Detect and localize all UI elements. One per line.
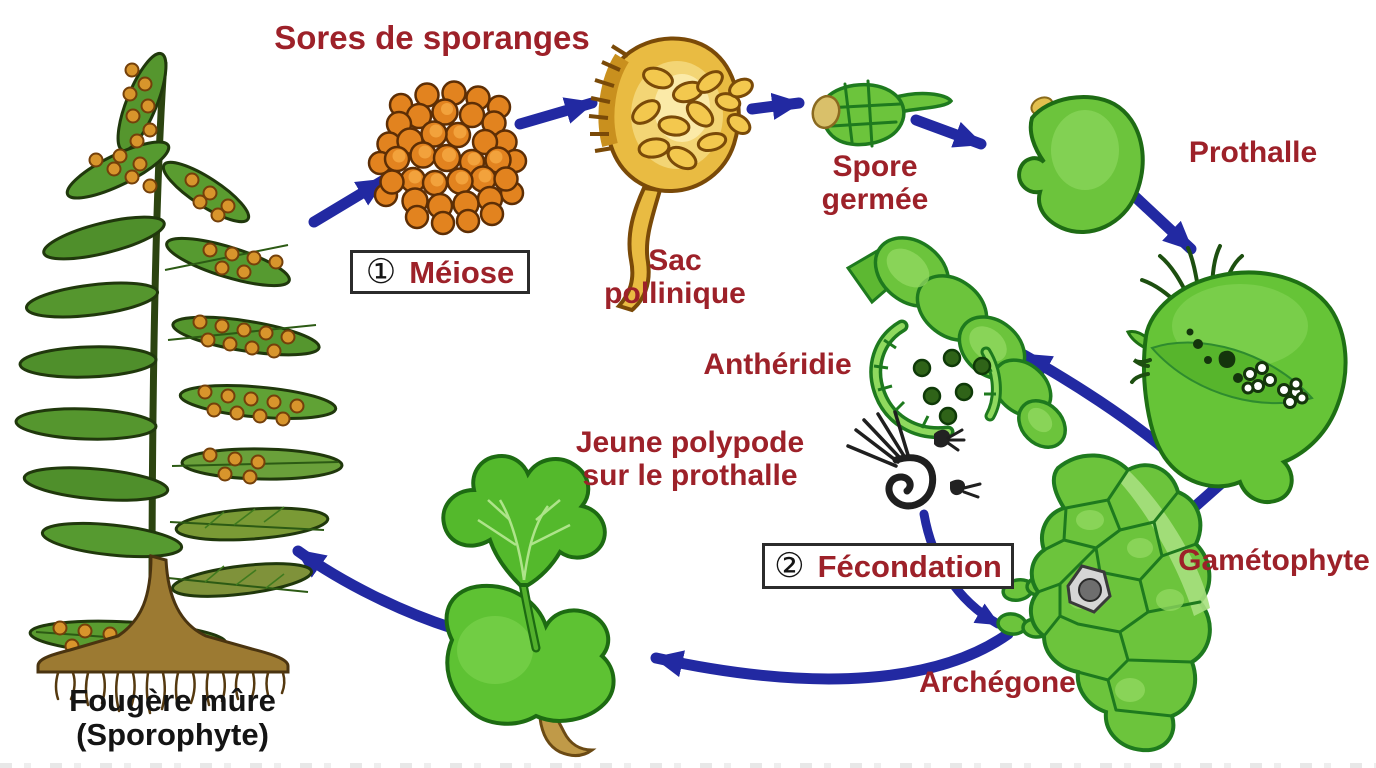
young-polypode-illustration [441, 453, 616, 758]
sperm-mother-cells [912, 348, 992, 426]
arrow-polypode-to-fern [292, 545, 458, 634]
label-gametophyte: Gamétophyte [1178, 544, 1370, 577]
bottom-crop-artifact [0, 763, 1376, 768]
arrow-fern-to-sorus [308, 174, 390, 228]
young-prothallus-illustration [1017, 95, 1145, 234]
gametophyte-spots [1186, 328, 1243, 383]
fecondation-step-box: ② Fécondation [762, 543, 1014, 589]
leaf-veins [477, 499, 571, 581]
sperm-cells-illustration [846, 410, 982, 510]
mature-gametophyte-illustration [1125, 244, 1348, 504]
label-antheridie: Anthéridie [703, 348, 852, 381]
archegonium-cell-walls [1036, 468, 1202, 718]
annulus-ribs [588, 44, 630, 153]
label-sac-pollinique: Sac pollinique [604, 244, 746, 310]
mature-fern-illustration [14, 51, 344, 715]
arrow-sporangium-to-spore [746, 92, 805, 120]
small-sperm-2 [950, 479, 982, 499]
arrow-archegonium-to-polypode [650, 628, 1014, 685]
label-fougere-mure: Fougère mûre (Sporophyte) [69, 683, 276, 753]
meiose-step-number: ① [365, 253, 397, 291]
sorus-cluster-illustration [367, 80, 528, 236]
sporangium-illustration [588, 36, 754, 313]
label-prothalle: Prothalle [1188, 136, 1318, 169]
small-sperm-1 [934, 428, 966, 452]
label-archegone: Archégone [919, 666, 1076, 699]
germinated-spore-illustration [811, 79, 954, 148]
arrow-prothallus-to-gametophyte [1124, 186, 1197, 255]
fecondation-step-number: ② [774, 547, 805, 585]
label-spore-germee: Spore germée [821, 150, 929, 216]
gametophyte-circle-cells [1241, 361, 1309, 409]
fern-roots [54, 671, 286, 715]
label-jeune-polypode: Jeune polypode sur le prothalle [575, 426, 805, 492]
label-sores-de-sporanges: Sores de sporanges [274, 19, 590, 56]
meiose-step-box: ① Méiose [350, 250, 530, 294]
arrow-sorus-to-sporangium [514, 97, 598, 130]
egg-cell [1078, 578, 1102, 602]
fecondation-step-label: Fécondation [817, 548, 1002, 584]
antheridium-illustration [845, 236, 1067, 449]
meiose-step-label: Méiose [409, 254, 515, 290]
archegonium-illustration [996, 453, 1212, 753]
arrow-spore-to-prothallus [910, 114, 987, 150]
arrow-gametophyte-to-antheridium [1018, 349, 1174, 458]
